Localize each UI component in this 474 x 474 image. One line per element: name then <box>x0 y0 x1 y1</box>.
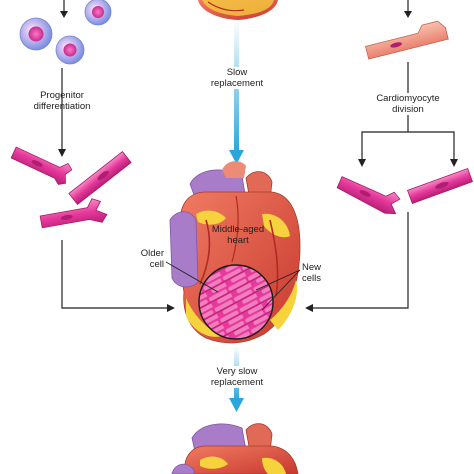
progenitor-differentiation-label: Progenitor differentiation <box>22 90 102 112</box>
divided-cardiomyocytes <box>336 167 473 215</box>
progenitor-label-line2: differentiation <box>33 101 91 112</box>
progenitor-cells <box>19 0 112 65</box>
older-label-line1: Older <box>140 248 164 259</box>
very-slow-replacement-label: Very slow replacement <box>194 366 280 388</box>
progenitor-nucleus <box>28 26 44 42</box>
progenitor-nucleus <box>92 6 104 18</box>
middle-aged-heart <box>165 161 301 344</box>
new-cells-pointer-2 <box>261 269 301 311</box>
progenitor-nucleus <box>63 43 77 57</box>
older-label-line2: cell <box>149 259 164 270</box>
slow-replacement-arrow <box>229 20 244 164</box>
slow-label-line1: Slow <box>226 67 248 78</box>
top-right-arrow <box>404 0 412 18</box>
young-cardiomyocytes <box>10 146 132 229</box>
old-heart <box>171 423 299 474</box>
new-cells-pointer-1 <box>255 269 301 291</box>
progenitor-label-line1: Progenitor <box>40 90 84 101</box>
new-label-line2: cells <box>302 273 322 284</box>
veryslow-label-line2: replacement <box>210 377 264 388</box>
slow-replacement-label: Slow replacement <box>196 67 278 89</box>
right-connector-arrow <box>305 212 409 312</box>
middle-aged-heart-label: Middle-aged heart <box>206 224 270 246</box>
heart-label-line1: Middle-aged <box>211 224 265 235</box>
veryslow-label-line1: Very slow <box>216 366 258 377</box>
new-cells-label: New cells <box>302 262 342 284</box>
top-left-arrow <box>60 0 68 18</box>
slow-label-line2: replacement <box>210 78 264 89</box>
young-heart <box>198 0 278 20</box>
heart-label-line2: heart <box>227 235 249 246</box>
myocardium-zoom <box>199 265 273 339</box>
left-connector-arrow <box>61 240 175 312</box>
older-cell-pointer <box>165 261 219 293</box>
adult-cardiomyocyte <box>365 20 449 60</box>
cardio-label-line1: Cardiomyocyte <box>376 93 440 104</box>
cardiomyocyte-division-label: Cardiomyocyte division <box>364 93 452 115</box>
new-label-line1: New <box>302 262 322 273</box>
progenitor-arrow <box>58 68 66 157</box>
cardio-label-line2: division <box>392 104 424 115</box>
older-cell-label: Older cell <box>120 248 164 270</box>
